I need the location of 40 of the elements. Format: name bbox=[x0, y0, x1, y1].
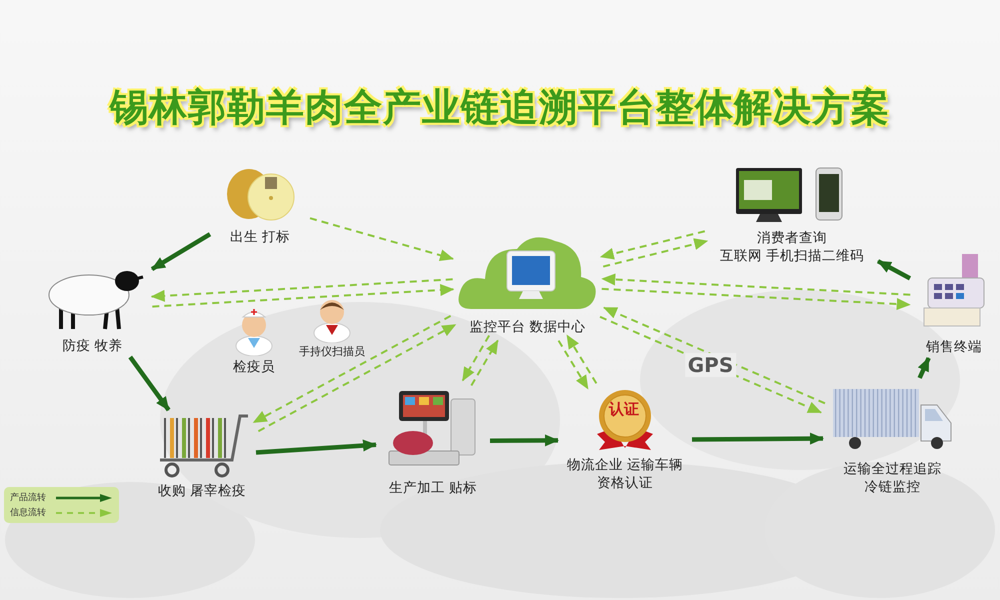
dashed-arrow bbox=[558, 340, 589, 390]
node-label: 资格认证 bbox=[597, 474, 653, 492]
node-label: 检疫员 bbox=[233, 358, 275, 376]
node-label: 生产加工 贴标 bbox=[388, 478, 478, 497]
dashed-arrow bbox=[470, 340, 499, 386]
dashed-arrow bbox=[602, 238, 708, 268]
dashed-arrow bbox=[601, 274, 910, 296]
dashed-arrow bbox=[602, 288, 911, 310]
arrow bbox=[150, 232, 212, 272]
node-label: 监控平台 数据中心 bbox=[469, 318, 586, 336]
dashed-arrow bbox=[258, 324, 456, 432]
node-label: 防疫 牧养 bbox=[62, 336, 123, 355]
arrow bbox=[256, 440, 377, 455]
dashed-arrow bbox=[152, 284, 454, 308]
arrow bbox=[876, 259, 912, 280]
arrow bbox=[918, 357, 931, 379]
dashed-arrow bbox=[150, 278, 453, 302]
arrow bbox=[692, 432, 824, 445]
dashed-arrow bbox=[252, 315, 452, 424]
edge-label: GPS bbox=[684, 352, 736, 377]
node-label: 收购 屠宰检疫 bbox=[158, 482, 246, 500]
legend-text: 产品流转 bbox=[10, 492, 47, 504]
node-label: 消费者查询 bbox=[757, 228, 827, 247]
node-label: 手持仪扫描员 bbox=[299, 345, 365, 360]
node-label: 物流企业 运输车辆 bbox=[566, 456, 684, 474]
dashed-arrow bbox=[310, 217, 454, 262]
dashed-arrow bbox=[462, 334, 490, 382]
arrow bbox=[128, 356, 170, 412]
node-label: 出生 打标 bbox=[230, 228, 290, 246]
node-label: 销售终端 bbox=[926, 338, 982, 356]
node-label: 冷链监控 bbox=[864, 478, 920, 496]
dashed-arrow bbox=[566, 334, 598, 384]
legend-text: 信息流转 bbox=[10, 506, 47, 519]
dashed-arrow bbox=[600, 230, 706, 260]
node-label: 互联网 手机扫描二维码 bbox=[720, 246, 864, 265]
node-label: 运输全过程追踪 bbox=[844, 460, 942, 478]
dashed-arrow bbox=[603, 306, 826, 404]
title: 锡林郭勒羊肉全产业链追溯平台整体解决方案 bbox=[108, 84, 891, 131]
badge-text: 认证 bbox=[609, 400, 639, 419]
arrow bbox=[490, 434, 559, 446]
